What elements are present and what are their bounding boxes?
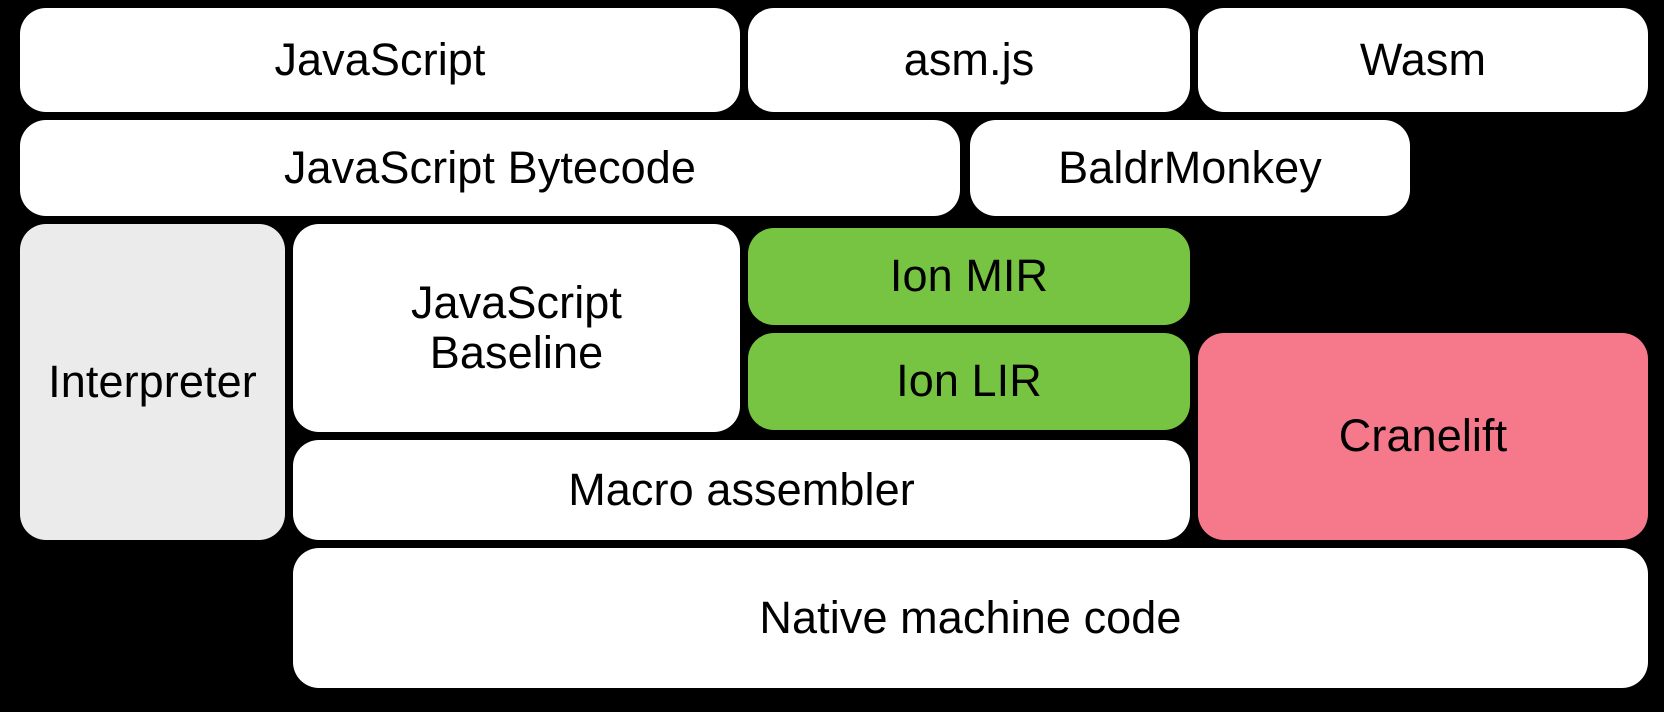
node-javascript-baseline[interactable]: JavaScript Baseline (293, 224, 740, 432)
node-native-machine-code[interactable]: Native machine code (293, 548, 1648, 688)
node-interpreter[interactable]: Interpreter (20, 224, 285, 540)
node-ion-mir[interactable]: Ion MIR (748, 228, 1190, 325)
node-javascript[interactable]: JavaScript (20, 8, 740, 112)
node-ion-lir[interactable]: Ion LIR (748, 333, 1190, 430)
node-baldrmonkey[interactable]: BaldrMonkey (970, 120, 1410, 216)
node-wasm[interactable]: Wasm (1198, 8, 1648, 112)
node-javascript-bytecode[interactable]: JavaScript Bytecode (20, 120, 960, 216)
node-asmjs[interactable]: asm.js (748, 8, 1190, 112)
node-macro-assembler[interactable]: Macro assembler (293, 440, 1190, 540)
node-cranelift[interactable]: Cranelift (1198, 333, 1648, 540)
